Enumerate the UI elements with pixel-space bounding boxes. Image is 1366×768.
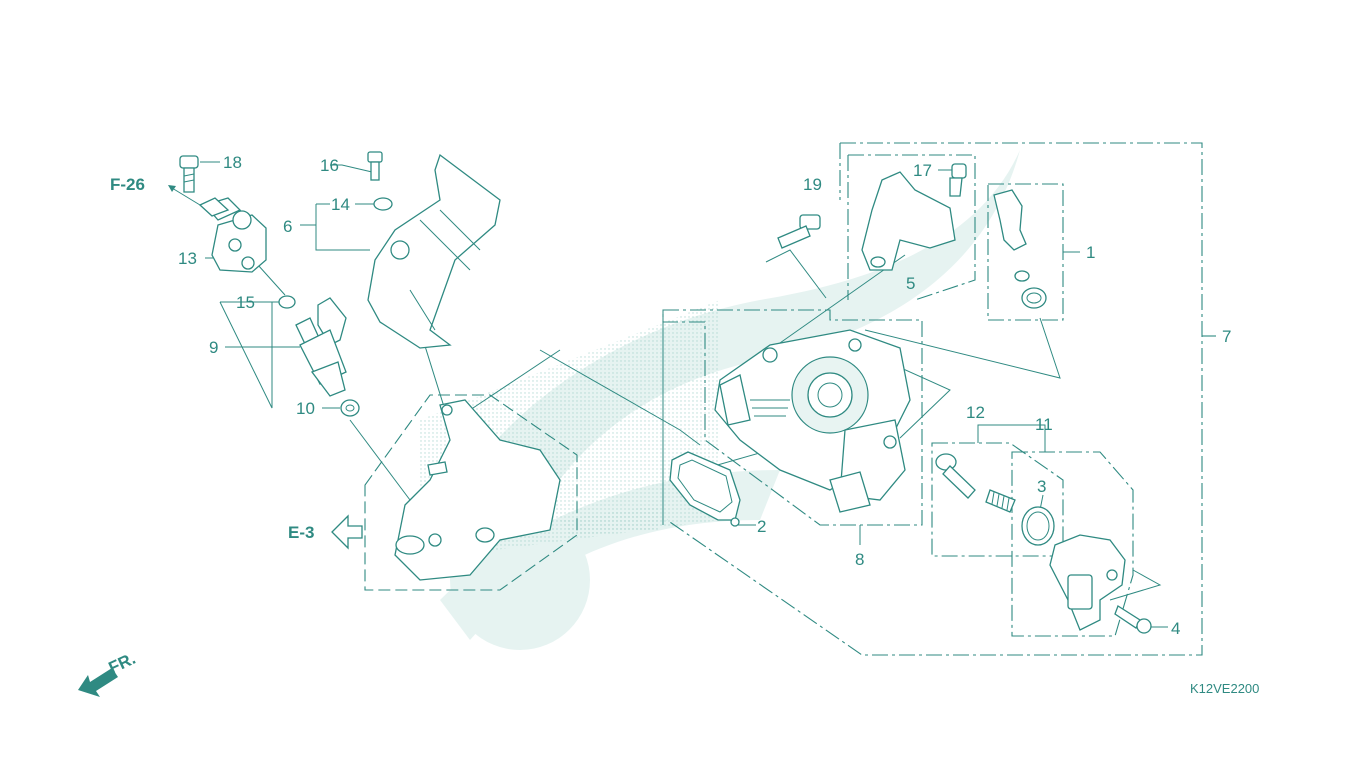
assembly-8-boundary xyxy=(662,309,923,545)
valve-11-part xyxy=(1049,534,1126,631)
callout-8: 8 xyxy=(855,550,864,569)
assembly-11-boundary xyxy=(1011,451,1134,637)
f26-reference-label: F-26 xyxy=(110,175,145,194)
screw-17-part xyxy=(949,163,967,197)
callout-16: 16 xyxy=(320,156,339,175)
callout-4: 4 xyxy=(1171,619,1180,638)
callout-5: 5 xyxy=(906,274,915,293)
bracket-5-part xyxy=(861,171,956,271)
diagram-code: K12VE2200 xyxy=(1190,681,1259,696)
callout-13: 13 xyxy=(178,249,197,268)
callout-11: 11 xyxy=(1035,415,1053,434)
bolt-19-part xyxy=(777,214,821,249)
assembly-1-boundary xyxy=(987,183,1064,321)
e3-reference-arrow xyxy=(331,514,363,550)
cover-6-part xyxy=(367,153,501,349)
callout-3: 3 xyxy=(1037,477,1046,496)
idle-screw-12-part xyxy=(935,453,1016,513)
callout-labels: 1 2 3 4 5 6 7 8 9 10 11 12 13 14 15 16 1… xyxy=(178,153,1231,638)
throttle-body-8-part xyxy=(714,329,911,513)
callout-1: 1 xyxy=(1086,243,1095,262)
assembly-5-boundary xyxy=(847,154,976,301)
mounting-bracket-part xyxy=(394,399,561,581)
callout-7: 7 xyxy=(1222,327,1231,346)
leader-lines xyxy=(200,161,1168,628)
washer-14-part xyxy=(373,197,393,211)
washer-15-part xyxy=(278,295,296,309)
assembly-12-boundary xyxy=(931,442,1064,557)
callout-10: 10 xyxy=(296,399,315,418)
screw-4-part xyxy=(1114,605,1152,634)
f26-reference-arrow xyxy=(168,185,230,217)
callout-6: 6 xyxy=(283,217,292,236)
callout-19: 19 xyxy=(803,175,822,194)
callout-18: 18 xyxy=(223,153,242,172)
callout-12: 12 xyxy=(966,403,985,422)
callout-14: 14 xyxy=(331,195,350,214)
injector-9-part xyxy=(295,297,347,397)
callout-9: 9 xyxy=(209,338,218,357)
oring-3-part xyxy=(1021,506,1055,546)
callout-17: 17 xyxy=(913,161,932,180)
e3-reference-label: E-3 xyxy=(288,523,314,542)
arrow-down-left-icon xyxy=(78,668,118,697)
callout-2: 2 xyxy=(757,517,766,536)
bolt-18-part xyxy=(179,155,199,193)
seal-10-part xyxy=(340,399,360,417)
sensor-1-part xyxy=(993,189,1047,309)
assembly-7-boundary xyxy=(666,142,1216,656)
bolt-16-part xyxy=(367,151,383,181)
callout-15: 15 xyxy=(236,293,255,312)
gasket-2-part xyxy=(669,451,741,527)
